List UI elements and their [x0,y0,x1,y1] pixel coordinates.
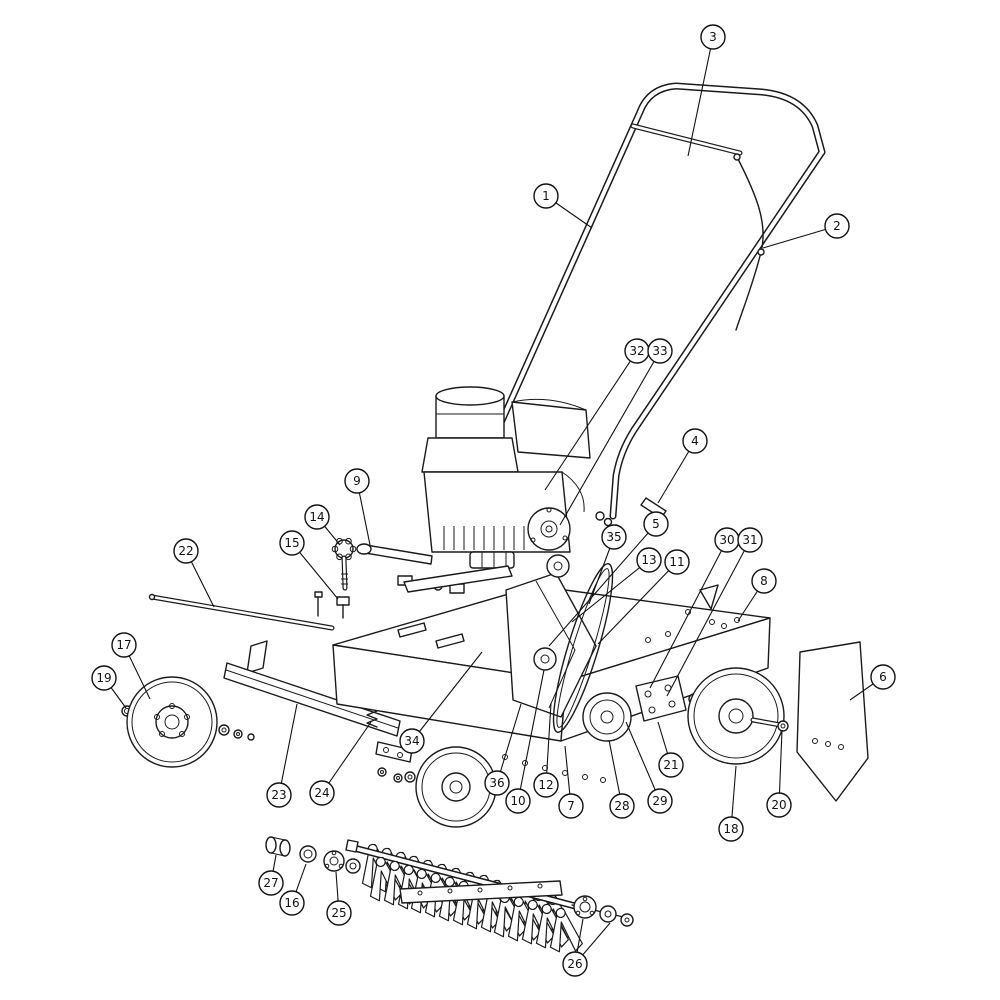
callout-5: 5 [548,511,669,647]
svg-text:21: 21 [663,758,678,772]
svg-text:17: 17 [116,638,131,652]
svg-text:2: 2 [833,219,841,233]
left-wheel-assembly [121,676,255,768]
callout-25: 25 [326,871,352,926]
callout-16: 16 [279,863,307,916]
svg-text:12: 12 [538,778,553,792]
svg-text:19: 19 [96,671,111,685]
engine [421,386,591,569]
callout-4: 4 [657,428,708,504]
tine-reel-assembly [345,839,634,956]
svg-text:9: 9 [353,474,361,488]
svg-text:10: 10 [510,794,525,808]
callout-24: 24 [309,721,372,806]
callout-11: 11 [597,549,690,645]
callout-27: 27 [258,854,284,896]
callout-18: 18 [718,765,744,842]
callout-35: 35 [588,524,627,605]
callout-13: 13 [571,547,662,623]
side-plate [796,641,869,802]
svg-text:32: 32 [629,344,644,358]
svg-text:18: 18 [723,822,738,836]
callout-29: 29 [625,721,673,814]
svg-text:26: 26 [567,957,582,971]
svg-text:28: 28 [614,799,629,813]
svg-text:7: 7 [567,799,575,813]
handle-assembly [491,82,826,520]
callout-15: 15 [279,530,339,600]
control-cable [733,153,765,331]
callout-17: 17 [111,632,151,700]
callout-19: 19 [91,665,127,709]
callout-12: 12 [533,702,559,798]
svg-text:3: 3 [709,30,717,44]
callout-33: 33 [559,338,673,526]
svg-text:1: 1 [542,189,550,203]
callout-20: 20 [766,729,792,818]
svg-text:29: 29 [652,794,667,808]
svg-text:25: 25 [331,906,346,920]
middle-wheel-assembly [404,746,497,828]
callout-21: 21 [657,721,684,778]
left-frame-assembly [223,640,413,783]
svg-text:11: 11 [669,555,684,569]
handle-mount-hardware [314,537,513,619]
callout-6: 6 [849,664,896,701]
callout-28: 28 [608,739,635,819]
svg-text:20: 20 [771,798,786,812]
callout-26: 26 [562,918,611,977]
svg-text:8: 8 [760,574,768,588]
svg-text:22: 22 [178,544,193,558]
callout-14: 14 [304,504,341,546]
callout-36: 36 [484,703,522,796]
belt-drive [533,554,632,742]
svg-text:5: 5 [652,517,660,531]
lift-rod [148,593,335,631]
svg-text:34: 34 [404,734,419,748]
callout-7: 7 [558,745,584,819]
callout-9: 9 [344,468,371,546]
right-wheel-assembly [687,667,789,765]
callout-30: 30 [649,527,740,689]
svg-text:27: 27 [263,876,278,890]
callout-3: 3 [687,24,726,157]
callout-22: 22 [173,538,215,608]
svg-text:35: 35 [606,530,621,544]
svg-text:6: 6 [879,670,887,684]
callout-23: 23 [266,703,298,808]
callout-8: 8 [737,568,777,622]
reel-left-hardware [265,836,361,874]
svg-text:14: 14 [309,510,324,524]
callout-31: 31 [666,527,763,697]
svg-text:36: 36 [489,776,504,790]
svg-text:24: 24 [314,786,329,800]
callout-1: 1 [533,183,593,229]
callout-2: 2 [762,213,850,249]
svg-text:4: 4 [691,434,699,448]
svg-text:13: 13 [641,553,656,567]
svg-text:15: 15 [284,536,299,550]
svg-text:31: 31 [742,533,757,547]
callout-34: 34 [399,651,483,754]
svg-text:23: 23 [271,788,286,802]
callout-32: 32 [544,338,650,491]
callout-10: 10 [505,669,545,814]
svg-text:16: 16 [284,896,299,910]
svg-text:33: 33 [652,344,667,358]
svg-text:30: 30 [719,533,734,547]
